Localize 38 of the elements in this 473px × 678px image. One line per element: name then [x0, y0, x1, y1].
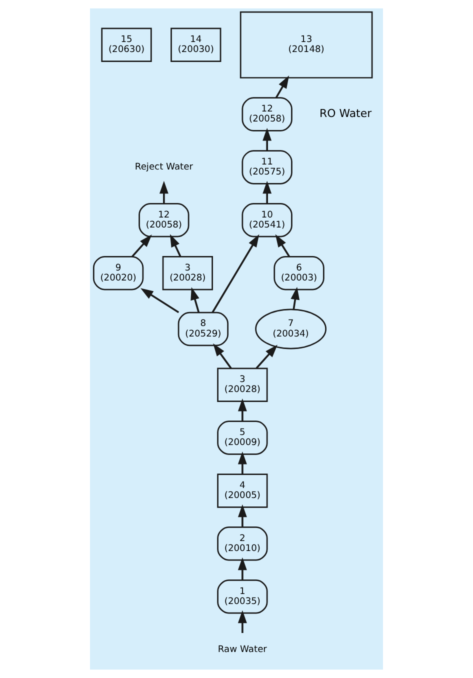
arrow — [212, 234, 260, 313]
node-box: 4 (20005) — [217, 474, 268, 508]
arrow — [132, 234, 152, 258]
arrow — [275, 234, 290, 258]
node-box: 11 (20575) — [242, 150, 292, 184]
node-box: 12 (20058) — [138, 203, 190, 238]
node-box: 10 (20541) — [242, 203, 292, 238]
arrow — [262, 128, 272, 151]
node-ellipse: 7 (20034) — [255, 308, 327, 350]
node-box: 1 (20035) — [217, 579, 268, 614]
node-box: 3 (20028) — [217, 368, 268, 402]
arrow — [262, 180, 272, 204]
node-box: 6 (20003) — [274, 256, 324, 290]
arrow — [190, 287, 200, 313]
node-box: 8 (20529) — [178, 312, 229, 346]
arrow — [238, 557, 247, 580]
arrow — [238, 398, 247, 422]
node-box: 2 (20010) — [217, 526, 268, 561]
label: RO Water — [320, 107, 372, 120]
arrow — [238, 504, 247, 528]
node-box: 5 (20009) — [217, 420, 268, 455]
node-box: 14 (20030) — [170, 28, 222, 62]
arrow — [290, 286, 300, 310]
arrow — [238, 610, 247, 633]
arrow — [140, 288, 180, 314]
arrow — [275, 76, 290, 98]
node-text: Reject Water — [134, 162, 193, 172]
arrow — [213, 343, 232, 369]
node-box: 15 (20630) — [101, 28, 152, 62]
node-box: 3 (20028) — [162, 256, 213, 290]
arrow — [256, 344, 278, 369]
node-box: 13 (20148) — [240, 11, 373, 78]
node-text: Raw Water — [218, 644, 267, 655]
node-box: 12 (20058) — [242, 97, 292, 132]
node-box: 9 (20020) — [92, 256, 144, 290]
arrow — [238, 451, 247, 474]
arrow — [159, 180, 168, 204]
arrow — [170, 234, 182, 257]
